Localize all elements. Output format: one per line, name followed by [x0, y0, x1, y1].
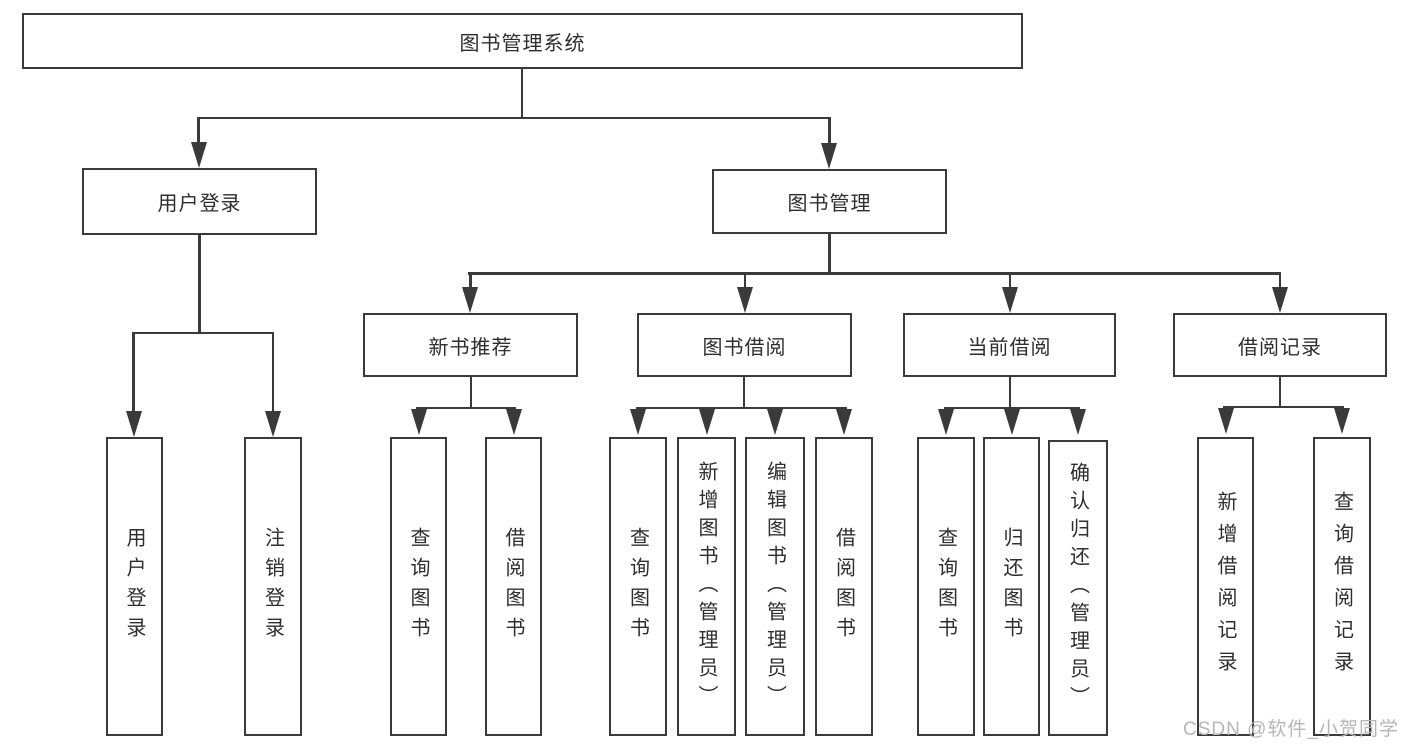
- connector-line: [271, 331, 274, 413]
- arrowhead-down-icon: [821, 143, 837, 169]
- connector-line: [1008, 272, 1011, 290]
- connector-line: [1008, 377, 1011, 409]
- connector-line: [416, 406, 516, 409]
- arrowhead-down-icon: [125, 411, 142, 437]
- arrowhead-down-icon: [1003, 409, 1020, 435]
- arrowhead-down-icon: [1070, 409, 1086, 435]
- leaf-current-return: 归还图书: [983, 437, 1040, 736]
- leaf-borrow-add: 新增图书（管理员）: [677, 437, 736, 736]
- leaf-logout: 注销登录: [244, 437, 302, 736]
- connector-line: [1223, 405, 1344, 408]
- connector-line: [743, 272, 746, 290]
- leaf-current-query: 查询图书: [917, 437, 975, 736]
- connector-line: [468, 272, 1281, 275]
- connector-line: [944, 406, 1080, 409]
- arrowhead-down-icon: [462, 287, 478, 313]
- leaf-current-confirm: 确认归还（管理员）: [1048, 440, 1108, 736]
- node-new-books: 新书推荐: [363, 313, 578, 377]
- node-book-borrow: 图书借阅: [637, 313, 852, 377]
- leaf-records-add: 新增借阅记录: [1197, 437, 1254, 736]
- leaf-records-query: 查询借阅记录: [1313, 437, 1371, 736]
- connector-line: [469, 377, 472, 409]
- connector-line: [469, 272, 472, 290]
- node-book-mgmt: 图书管理: [712, 169, 947, 234]
- connector-line: [828, 116, 831, 147]
- connector-line: [742, 377, 745, 409]
- connector-line: [1278, 377, 1281, 407]
- leaf-user-login: 用户登录: [106, 437, 163, 736]
- connector-line: [132, 331, 274, 334]
- arrowhead-down-icon: [698, 409, 715, 435]
- arrowhead-down-icon: [1001, 287, 1018, 313]
- node-user-login: 用户登录: [82, 168, 317, 235]
- leaf-newbooks-query: 查询图书: [390, 437, 447, 736]
- arrowhead-down-icon: [736, 287, 753, 313]
- leaf-borrow-borrow: 借阅图书: [815, 437, 873, 736]
- node-borrow-records: 借阅记录: [1173, 313, 1387, 377]
- arrowhead-down-icon: [505, 409, 522, 435]
- leaf-newbooks-borrow: 借阅图书: [485, 437, 542, 736]
- arrowhead-down-icon: [190, 142, 207, 168]
- leaf-borrow-edit: 编辑图书（管理员）: [745, 437, 805, 736]
- node-current-borrow: 当前借阅: [903, 313, 1116, 377]
- connector-line: [197, 116, 200, 147]
- connector-line: [197, 116, 831, 119]
- connector-line: [520, 69, 523, 118]
- leaf-borrow-query: 查询图书: [609, 437, 667, 736]
- connector-line: [828, 234, 831, 274]
- arrowhead-down-icon: [836, 409, 852, 435]
- connector-line: [636, 406, 847, 409]
- connector-line: [132, 331, 135, 413]
- arrowhead-down-icon: [1217, 408, 1234, 434]
- arrowhead-down-icon: [410, 409, 427, 435]
- csdn-watermark: CSDN @软件_小贺同学: [1183, 719, 1399, 740]
- arrowhead-down-icon: [265, 411, 281, 437]
- arrowhead-down-icon: [938, 409, 954, 435]
- arrowhead-down-icon: [630, 409, 646, 435]
- connector-line: [1278, 272, 1281, 290]
- node-root: 图书管理系统: [22, 13, 1023, 69]
- connector-line: [198, 235, 201, 333]
- arrowhead-down-icon: [1272, 287, 1288, 313]
- arrowhead-down-icon: [767, 409, 783, 435]
- arrowhead-down-icon: [1334, 408, 1350, 434]
